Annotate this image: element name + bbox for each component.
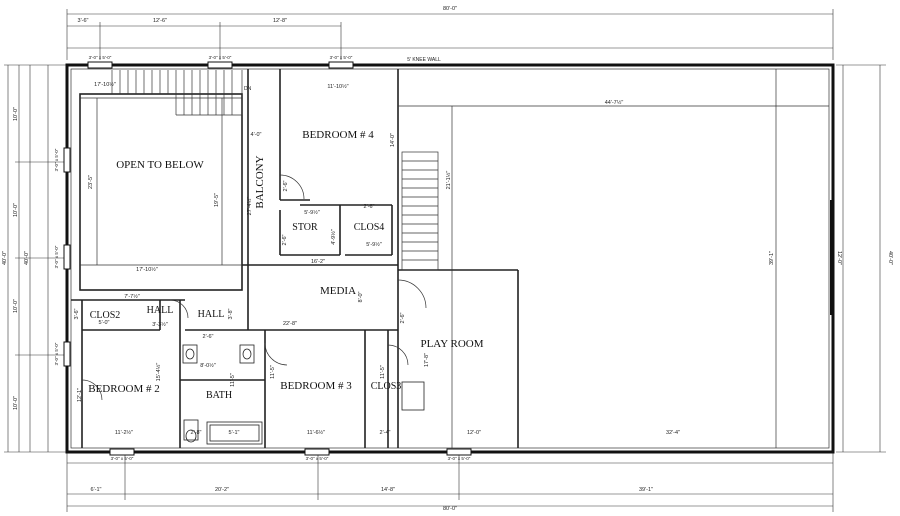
dim-clos4-door: 2'-6" — [364, 204, 375, 210]
room-label-clos2: CLOS2 — [90, 310, 121, 321]
dim-clos3-w: 2'-4" — [380, 430, 391, 436]
dim-left-c: 10'-0" — [13, 299, 19, 313]
dim-left-d: 10'-0" — [13, 396, 19, 410]
room-label-bedroom-3: BEDROOM # 3 — [280, 380, 352, 392]
dimension-labels: 80'-0" 3'-6" 12'-6" 12'-8" 80'-0" 6'-1" … — [2, 6, 893, 512]
dim-top-overall: 80'-0" — [443, 6, 457, 12]
room-label-bedroom-2: BEDROOM # 2 — [88, 383, 160, 395]
room-label-clos4: CLOS4 — [354, 222, 385, 233]
dim-clos4-w: 5'-9½" — [366, 241, 382, 248]
dim-win-left-2: 3'-0" x 5'-0" — [54, 245, 59, 268]
dim-otb-right: 19'-5" — [214, 193, 220, 207]
dim-bath-a: 2'-6" — [203, 334, 214, 340]
dim-win-bot-2: 3'-0" x 5'-0" — [306, 456, 329, 461]
room-label-media: MEDIA — [320, 285, 356, 297]
room-label-stor: STOR — [292, 222, 318, 233]
room-label-play-room: PLAY ROOM — [420, 338, 483, 350]
dim-media-w: 16'-2" — [311, 259, 325, 265]
windows — [63, 61, 832, 456]
dim-hall-w: 3'-3½" — [152, 321, 168, 328]
dim-left-e: 40'-0" — [24, 251, 30, 265]
dim-bed4-door: 2'-6" — [283, 180, 289, 191]
dim-bed3-w: 11'-6½" — [307, 429, 325, 436]
dim-left-b: 10'-0" — [13, 203, 19, 217]
dim-media-h: 8'-0" — [358, 291, 364, 302]
dim-bath-c: 11'-5" — [230, 373, 236, 387]
dim-play-door: 2'-6" — [400, 312, 406, 323]
dim-bed2-h: 12'-1" — [77, 388, 83, 402]
dimension-lines — [4, 9, 886, 512]
dim-bed3-h: 11'-5" — [270, 365, 276, 379]
dim-clos2-d: 5'-0" — [99, 320, 110, 326]
dim-left-overall: 40'-0" — [2, 251, 8, 265]
dim-top-b: 12'-6" — [153, 18, 167, 24]
dim-bal-h: 27'-4½" — [246, 197, 253, 216]
dim-win-bot-1: 3'-0" x 5'-0" — [111, 456, 134, 461]
knee-wall-lines — [398, 69, 829, 448]
dim-right-overall: 40'-0" — [887, 251, 893, 265]
room-label-bath: BATH — [206, 390, 232, 401]
dim-otb-top: 17'-10½" — [94, 81, 116, 88]
dim-clos2-h: 3'-6" — [74, 308, 80, 319]
dim-clos2-w: 7'-7½" — [124, 293, 140, 300]
dim-win-bot-3: 3'-0" x 5'-0" — [448, 456, 471, 461]
room-label-open-to-below: OPEN TO BELOW — [116, 159, 204, 171]
dim-otb-bottom: 17'-10½" — [136, 266, 158, 273]
dim-play-h: 17'-8" — [424, 353, 430, 367]
room-label-hall-a: HALL — [147, 305, 174, 316]
dim-attic-h: 21'-1½" — [445, 171, 452, 190]
dim-bed4-h: 14'-0" — [390, 133, 396, 147]
dim-top-a: 3'-6" — [78, 18, 89, 24]
dim-bottom-overall: 80'-0" — [443, 506, 457, 512]
dim-stor-w: 5'-9½" — [304, 209, 320, 216]
dim-bath-d: 2'-8" — [191, 430, 202, 436]
open-to-below-area — [79, 70, 243, 291]
stairs-right — [401, 151, 439, 271]
dim-bed2-r: 15'-4½" — [155, 363, 162, 382]
dim-attic-w: 44'-7½" — [605, 99, 624, 106]
dim-win-top-2: 3'-0" x 5'-0" — [209, 55, 232, 60]
interior-walls — [71, 69, 519, 448]
room-label-balcony: BALCONY — [254, 155, 266, 208]
room-label-bedroom-4: BEDROOM # 4 — [302, 129, 374, 141]
dim-bottom-c: 14'-8" — [381, 487, 395, 493]
dim-bed4-w: 11'-10½" — [327, 83, 348, 90]
dim-clos3-h: 11'-5" — [380, 365, 386, 379]
door-swings — [81, 174, 427, 401]
dim-otb-left: 23'-5" — [88, 175, 94, 189]
dim-right-door: 12'-0" — [836, 251, 842, 265]
dim-play-w: 12'-0" — [467, 430, 481, 436]
dim-stor-h: 4'-9½" — [330, 229, 337, 245]
bath-fixtures — [182, 344, 263, 445]
dim-bath-b: 8'-0½" — [200, 362, 216, 369]
dim-attic-r: 39'-1" — [769, 251, 775, 265]
dim-bottom-d: 39'-1" — [639, 487, 653, 493]
dim-win-top-3: 3'-0" x 5'-0" — [330, 55, 353, 60]
dim-media-b: 22'-8" — [283, 321, 297, 327]
exterior-walls — [65, 63, 835, 454]
dim-win-left-3: 3'-0" x 5'-0" — [54, 342, 59, 365]
dim-win-left-1: 3'-0" x 5'-0" — [54, 148, 59, 171]
dim-stor-door: 2'-6" — [282, 234, 288, 245]
dim-bottom-b: 20'-2" — [215, 487, 229, 493]
label-dn: DN — [244, 86, 252, 92]
dim-hall-h: 3'-8" — [228, 308, 234, 319]
play-room-fixture — [401, 381, 425, 411]
dim-left-a: 10'-0" — [13, 107, 19, 121]
dim-win-top-1: 3'-0" x 5'-0" — [89, 55, 112, 60]
dim-bottom-a: 6'-1" — [91, 487, 102, 493]
room-label-clos3: CLOS3 — [371, 381, 402, 392]
dim-top-c: 12'-8" — [273, 18, 287, 24]
dim-bed2-w: 11'-2½" — [115, 429, 133, 436]
dim-bath-e: 5'-1" — [229, 430, 240, 436]
room-labels: OPEN TO BELOW BALCONY BEDROOM # 4 STOR C… — [88, 57, 484, 401]
dim-play-r: 32'-4" — [666, 430, 680, 436]
dim-bal-w: 4'-0" — [251, 132, 262, 138]
room-label-hall-b: HALL — [198, 309, 225, 320]
label-knee-wall: 5' KNEE WALL — [407, 57, 441, 63]
